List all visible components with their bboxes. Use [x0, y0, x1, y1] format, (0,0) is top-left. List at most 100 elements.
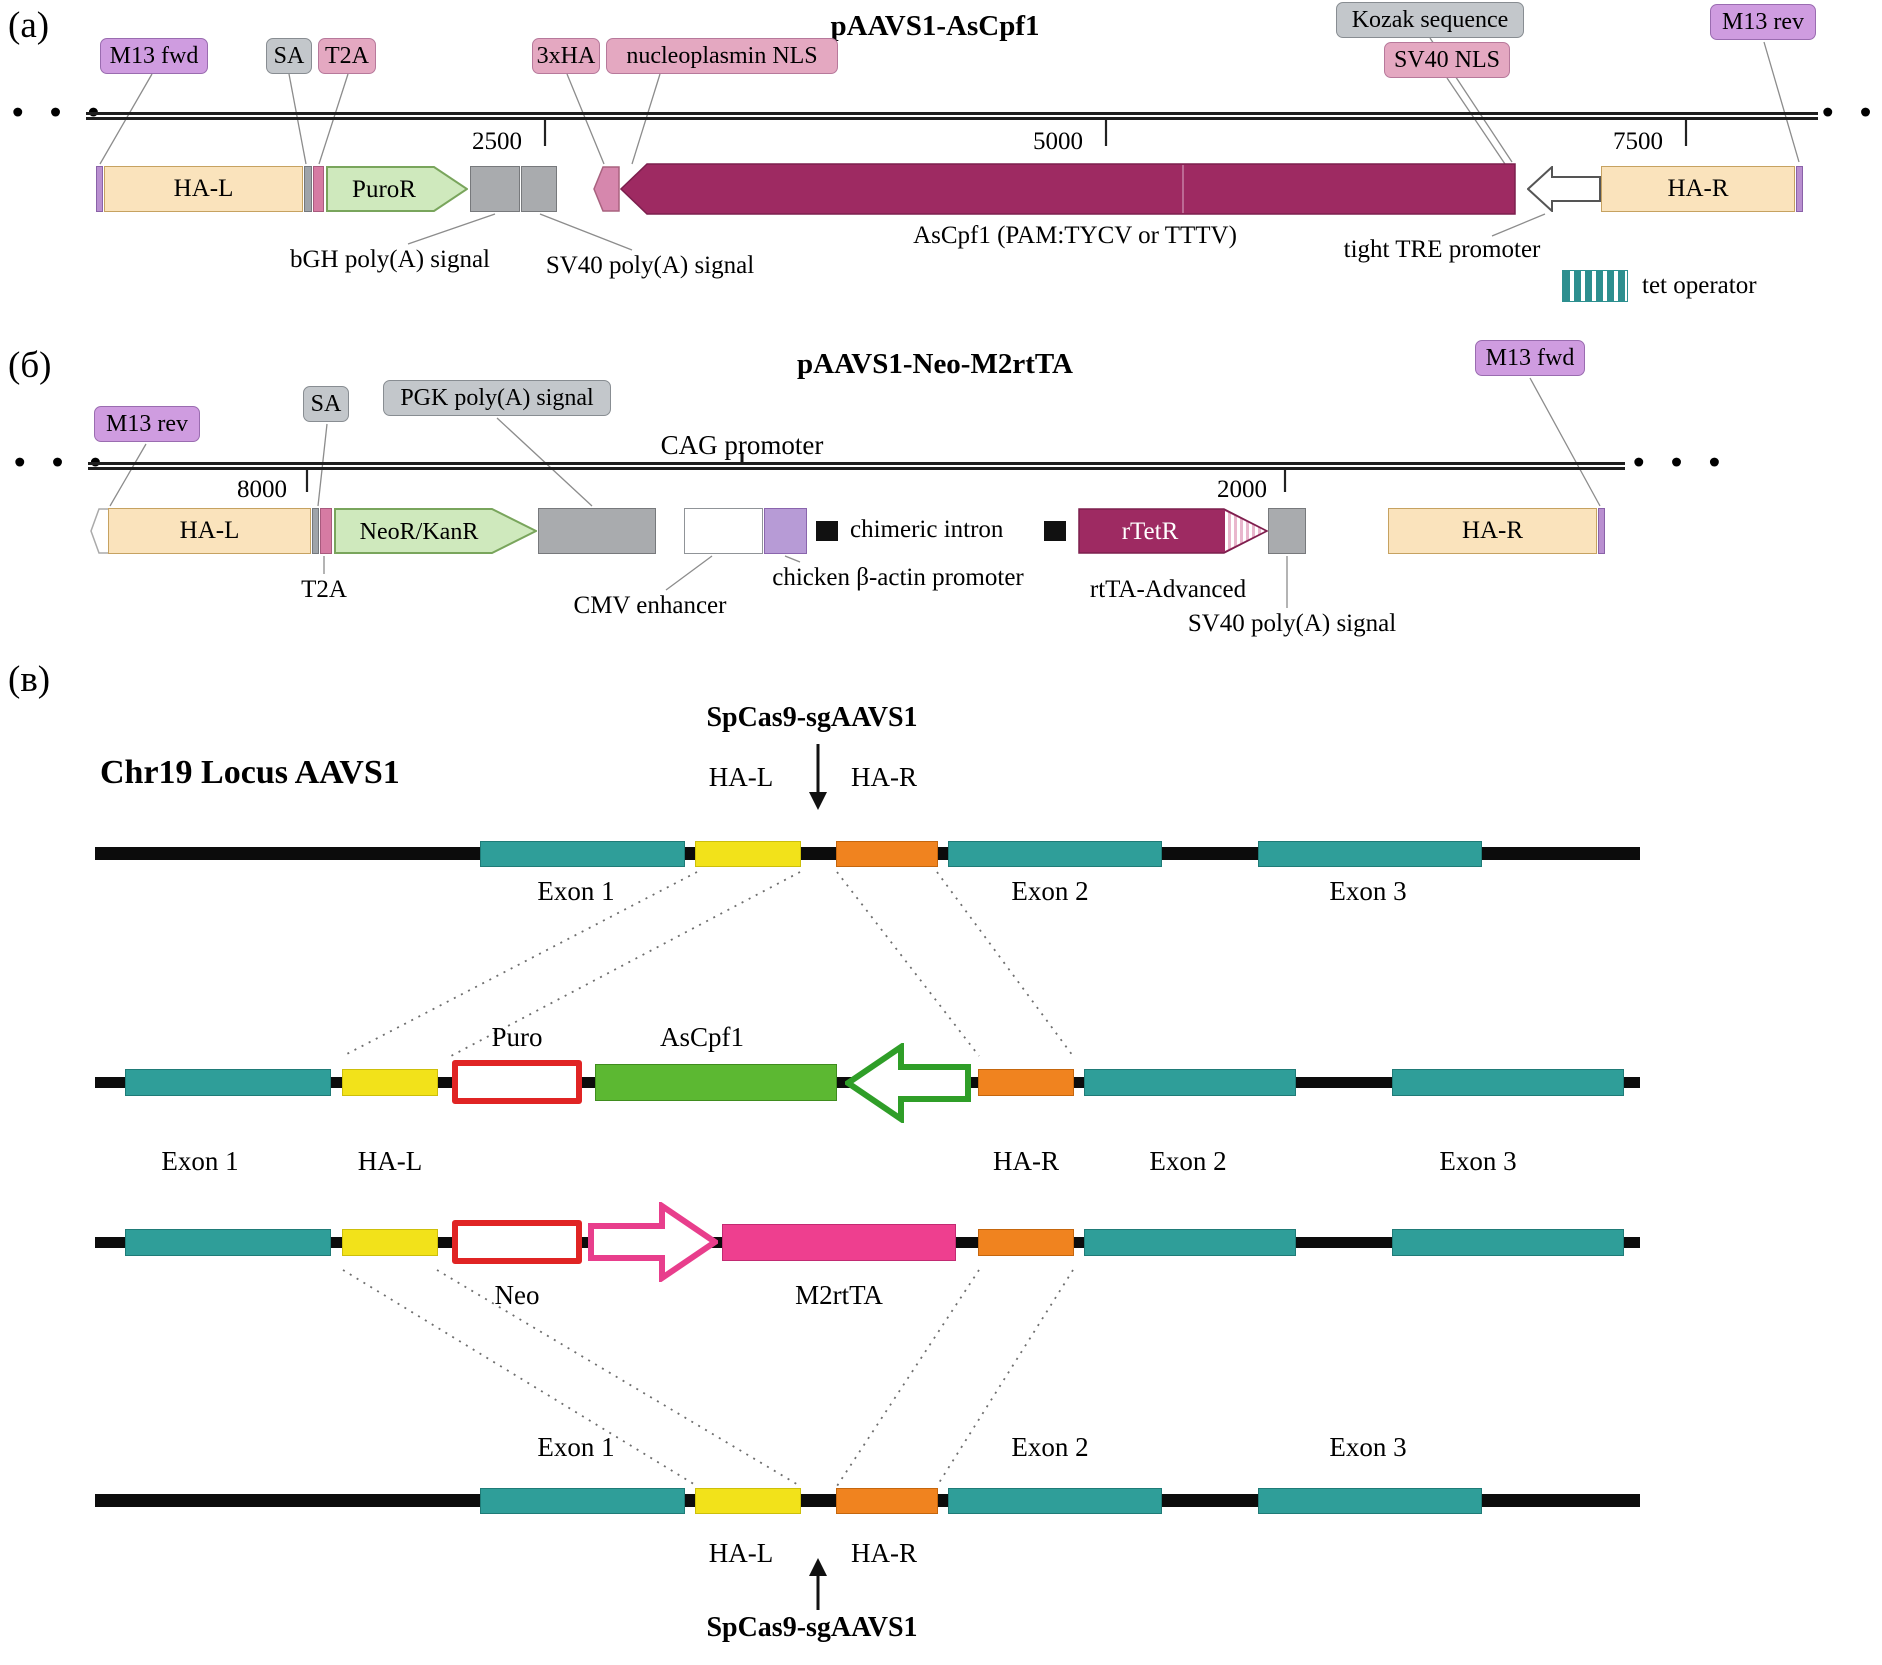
m13-rev-tag-label: M13 rev: [1722, 8, 1804, 35]
t2a-site: [313, 166, 324, 212]
ruler-label-7500: 7500: [1613, 128, 1663, 155]
tet-operator-caption: tet operator: [1642, 272, 1757, 299]
bgh-polya-caption: bGH poly(A) signal: [290, 246, 490, 273]
chimeric-intron-segment: [1044, 521, 1066, 541]
kozak-tag: Kozak sequence: [1336, 2, 1524, 38]
rtetr-arrow: rTetR: [1078, 508, 1268, 554]
ha-r-label: HA-R: [1667, 175, 1729, 202]
exon3-label-row4: Exon 3: [1329, 1432, 1407, 1462]
ascpf1-arrow-shape: [620, 163, 1516, 215]
sa-tag-label: SA: [273, 42, 305, 69]
plasmid-continuation-dots: • • •: [1633, 445, 1730, 481]
3xha-tag-label: 3xHA: [536, 42, 596, 69]
tre-promoter-arrow: [1527, 166, 1601, 212]
exon1-box-row1: [480, 841, 685, 867]
ha-l-box-row3: [342, 1229, 438, 1256]
m13-fwd-tag-label: M13 fwd: [109, 42, 199, 69]
cag-promoter-label: CAG promoter: [660, 430, 824, 460]
ha-r-label-b: HA-R: [1461, 517, 1524, 544]
chimeric-intron-label: chimeric intron: [850, 516, 1004, 543]
m2rtta-cassette-box: [722, 1224, 956, 1261]
ha-r-box-b: HA-R: [1388, 508, 1597, 554]
ha-r-box-row3: [978, 1229, 1074, 1256]
neo-label: Neo: [494, 1280, 540, 1310]
neor-kanr-arrow-shape: [334, 508, 537, 554]
ascpf1-arrow: [620, 163, 1516, 215]
exon3-label-mid: Exon 3: [1439, 1146, 1517, 1176]
panel-a-tag: (а): [8, 5, 50, 46]
ha-l-label-mid: HA-L: [357, 1146, 423, 1176]
rtetr-arrow-shape: [1078, 508, 1268, 554]
ha-r-box-row1: [836, 841, 938, 867]
nucleoplasmin-nls-tag: nucleoplasmin NLS: [606, 38, 838, 74]
sa-site: [304, 166, 312, 212]
rtetr-label: rTetR: [1122, 518, 1179, 545]
ascpf1-cassette-box: [595, 1064, 837, 1101]
nuclease-label-bottom: SpCas9-sgAAVS1: [706, 1612, 918, 1643]
rtetr-arrow-striped-head: [1225, 511, 1265, 551]
nucleoplasmin-nls-tag-label: nucleoplasmin NLS: [626, 42, 818, 69]
t2a-caption: T2A: [301, 576, 347, 603]
neor-kanr-label: NeoR/KanR: [360, 519, 479, 545]
sa-tag-b: SA: [303, 386, 349, 422]
exon1-box-row3: [125, 1229, 331, 1256]
ruler-label-5000: 5000: [1033, 128, 1083, 155]
plasmid-continuation-dots: • • •: [12, 95, 109, 131]
exon1-label-mid: Exon 1: [161, 1146, 239, 1176]
ha-l-box-row2: [342, 1069, 438, 1096]
bgh-polya-box: [470, 166, 520, 212]
exon2-box-row4: [948, 1488, 1162, 1514]
m2rtta-label: M2rtTA: [795, 1280, 883, 1310]
ha-r-label-top: HA-R: [851, 762, 917, 792]
t2a-tag: T2A: [318, 38, 376, 74]
puror-arrow: PuroR: [326, 166, 468, 212]
sa-tag: SA: [266, 38, 312, 74]
exon3-label-row1: Exon 3: [1329, 876, 1407, 906]
sv40-nls-tag-label: SV40 NLS: [1393, 46, 1501, 73]
m13-rev-tag-b: M13 rev: [94, 406, 200, 442]
ha-l-box-a: HA-L: [104, 166, 303, 212]
plasmid-backbone-a: [86, 112, 1818, 120]
exon2-box-row3: [1084, 1229, 1296, 1256]
exon3-box-row4: [1258, 1488, 1482, 1514]
m13-fwd-tag-b: M13 fwd: [1475, 340, 1585, 376]
ha-l-label-top: HA-L: [708, 762, 774, 792]
exon2-label-row4: Exon 2: [1011, 1432, 1089, 1462]
ha-l-box-row4: [695, 1488, 801, 1514]
cmv-enhancer-box: [684, 508, 763, 554]
exon2-box-row2: [1084, 1069, 1296, 1096]
ha-l-label: HA-L: [173, 175, 234, 202]
tre-promoter-caption: tight TRE promoter: [1343, 236, 1541, 263]
pgk-polya-tag-label: PGK poly(A) signal: [400, 384, 594, 411]
ha-r-box-row2: [978, 1069, 1074, 1096]
sa-tag-b-label: SA: [310, 390, 342, 417]
ha-l-label-bottom: HA-L: [708, 1538, 774, 1568]
ruler-label-2500: 2500: [472, 128, 522, 155]
plasmid-backbone-b: [88, 462, 1625, 470]
transcription-arrow-left: [845, 1043, 971, 1123]
3xha-arrow-shape: [593, 166, 620, 212]
cut-site-arrows: [809, 744, 827, 1610]
exon3-box-row1: [1258, 841, 1482, 867]
ha-r-label-mid: HA-R: [993, 1146, 1059, 1176]
exon3-box-row3: [1392, 1229, 1624, 1256]
transcription-arrow-left-shape: [845, 1043, 971, 1123]
beta-actin-caption: chicken β-actin promoter: [772, 564, 1024, 591]
3xha-tag: 3xHA: [532, 38, 600, 74]
puror-label: PuroR: [352, 176, 416, 203]
plasmid-continuation-dots: • • •: [1822, 95, 1882, 131]
exon1-box-row4: [480, 1488, 685, 1514]
sv40-polya-box-b: [1268, 508, 1306, 554]
ha-l-box-b: HA-L: [108, 508, 311, 554]
exon2-label-mid: Exon 2: [1149, 1146, 1227, 1176]
exon1-label-row4: Exon 1: [537, 1432, 615, 1462]
puro-cassette-box: [452, 1060, 582, 1104]
kozak-tag-label: Kozak sequence: [1351, 6, 1509, 33]
beta-actin-promoter-box: [764, 508, 807, 554]
sv40-polya-caption: SV40 poly(A) signal: [545, 252, 755, 279]
nuclease-label-top: SpCas9-sgAAVS1: [706, 702, 918, 733]
recombination-dotted-lines: [342, 871, 1074, 1487]
sv40-polya-caption-b: SV40 poly(A) signal: [1187, 610, 1397, 637]
plasmid-continuation-dots: • • •: [14, 445, 111, 481]
puro-label: Puro: [491, 1022, 543, 1052]
